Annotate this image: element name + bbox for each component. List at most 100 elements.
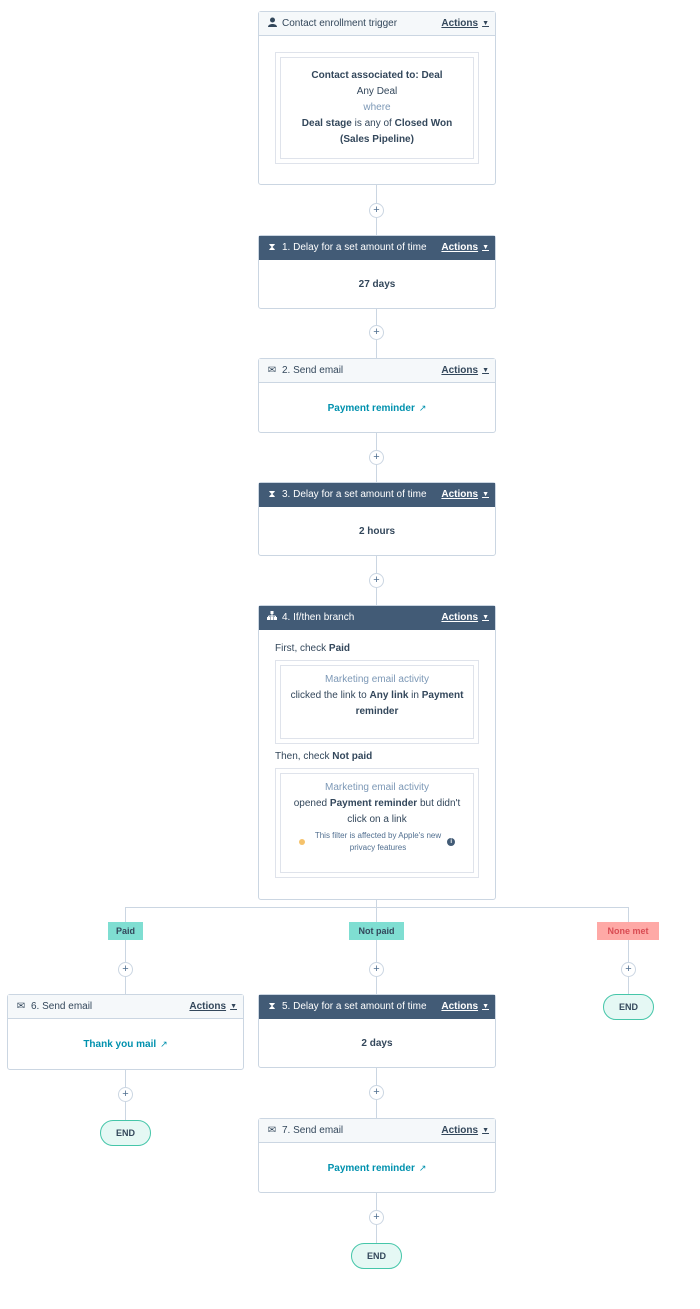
caret-down-icon: ▼ [482, 491, 489, 498]
caret-down-icon: ▼ [482, 1003, 489, 1010]
step1-title: 1. Delay for a set amount of time [282, 242, 427, 253]
hourglass-icon: ⧗ [268, 1001, 276, 1012]
filter-title: Marketing email activity [325, 674, 429, 685]
hourglass-icon: ⧗ [268, 242, 276, 253]
step5-actions-dropdown[interactable]: Actions ▼ [441, 1001, 489, 1012]
actions-label: Actions [189, 1001, 227, 1012]
connector-line [376, 900, 377, 994]
branch-label-paid: Paid [108, 922, 143, 940]
filter-title: Marketing email activity [325, 782, 429, 793]
send-email-card-step6[interactable]: ✉ 6. Send email Actions ▼ Thank you mail… [7, 994, 244, 1070]
trigger-filter-value: (Sales Pipeline) [340, 134, 414, 145]
caret-down-icon: ▼ [482, 244, 489, 251]
step5-value: 2 days [361, 1037, 393, 1049]
add-action-button[interactable]: + [369, 573, 384, 588]
enrollment-trigger-card[interactable]: Contact enrollment trigger Actions ▼ Con… [258, 11, 496, 185]
actions-label: Actions [441, 612, 479, 623]
external-link-icon: ↗ [418, 402, 427, 413]
step3-actions-dropdown[interactable]: Actions ▼ [441, 489, 489, 500]
branch-label-none-met: None met [597, 922, 659, 940]
branch-icon [266, 611, 278, 624]
filter-text: opened Payment reminder but didn't [293, 798, 461, 809]
second-filter-box[interactable]: Marketing email activity opened Payment … [280, 773, 474, 873]
then-check-label: Then, check Not paid [275, 751, 373, 762]
info-icon[interactable]: i [447, 838, 456, 846]
actions-label: Actions [441, 365, 479, 376]
delay-card-step5[interactable]: ⧗ 5. Delay for a set amount of time Acti… [258, 994, 496, 1068]
add-action-button[interactable]: + [369, 1210, 384, 1225]
first-filter-outer: Marketing email activity clicked the lin… [275, 660, 479, 744]
step1-value: 27 days [358, 278, 396, 290]
caret-down-icon: ▼ [482, 614, 489, 621]
trigger-line3: where [363, 102, 391, 113]
step2-title: 2. Send email [282, 365, 344, 376]
first-check-label: First, check Paid [275, 643, 351, 654]
email-name: Payment reminder [327, 1162, 415, 1174]
if-then-branch-card[interactable]: 4. If/then branch Actions ▼ First, check… [258, 605, 496, 900]
add-action-button[interactable]: + [369, 325, 384, 340]
delay-card-step1[interactable]: ⧗ 1. Delay for a set amount of time Acti… [258, 235, 496, 309]
trigger-actions-dropdown[interactable]: Actions ▼ [441, 18, 489, 29]
step6-title: 6. Send email [31, 1001, 93, 1012]
actions-label: Actions [441, 18, 479, 29]
add-action-button[interactable]: + [369, 203, 384, 218]
connector-line [125, 907, 126, 994]
filter-text-cont: click on a link [347, 814, 407, 825]
step1-actions-dropdown[interactable]: Actions ▼ [441, 242, 489, 253]
envelope-icon: ✉ [267, 365, 277, 376]
step6-actions-dropdown[interactable]: Actions ▼ [189, 1001, 237, 1012]
email-name: Thank you mail [83, 1038, 157, 1050]
step4-header: 4. If/then branch Actions ▼ [259, 606, 495, 630]
external-link-icon: ↗ [418, 1162, 427, 1173]
step3-title: 3. Delay for a set amount of time [282, 489, 427, 500]
actions-label: Actions [441, 489, 479, 500]
step3-header: ⧗ 3. Delay for a set amount of time Acti… [259, 483, 495, 507]
caret-down-icon: ▼ [230, 1003, 237, 1010]
step5-title: 5. Delay for a set amount of time [282, 1001, 427, 1012]
caret-down-icon: ▼ [482, 1127, 489, 1134]
warning-dot-icon [298, 839, 305, 845]
contact-icon [266, 17, 278, 30]
step2-email-link[interactable]: Payment reminder ↗ [259, 383, 495, 433]
branch-label-not-paid: Not paid [349, 922, 404, 940]
hourglass-icon: ⧗ [268, 489, 276, 500]
send-email-card-step2[interactable]: ✉ 2. Send email Actions ▼ Payment remind… [258, 358, 496, 433]
first-filter-box[interactable]: Marketing email activity clicked the lin… [280, 665, 474, 739]
delay-card-step3[interactable]: ⧗ 3. Delay for a set amount of time Acti… [258, 482, 496, 556]
connector-line [628, 907, 629, 994]
trigger-filter-line: Deal stage is any of Closed Won [301, 118, 453, 129]
external-link-icon: ↗ [160, 1038, 168, 1049]
step7-actions-dropdown[interactable]: Actions ▼ [441, 1125, 489, 1136]
email-name: Payment reminder [327, 402, 415, 414]
step6-email-link[interactable]: Thank you mail ↗ [8, 1019, 243, 1069]
trigger-line1: Contact associated to: Deal [311, 70, 443, 81]
caret-down-icon: ▼ [482, 20, 489, 27]
step1-header: ⧗ 1. Delay for a set amount of time Acti… [259, 236, 495, 260]
add-action-button[interactable]: + [369, 450, 384, 465]
step5-header: ⧗ 5. Delay for a set amount of time Acti… [259, 995, 495, 1019]
trigger-line2: Any Deal [356, 86, 398, 97]
step7-title: 7. Send email [282, 1125, 344, 1136]
actions-label: Actions [441, 242, 479, 253]
add-action-button[interactable]: + [118, 1087, 133, 1102]
step2-actions-dropdown[interactable]: Actions ▼ [441, 365, 489, 376]
add-action-button[interactable]: + [118, 962, 133, 977]
trigger-header: Contact enrollment trigger Actions ▼ [259, 12, 495, 36]
second-filter-outer: Marketing email activity opened Payment … [275, 768, 479, 878]
step7-header: ✉ 7. Send email Actions ▼ [259, 1119, 495, 1143]
send-email-card-step7[interactable]: ✉ 7. Send email Actions ▼ Payment remind… [258, 1118, 496, 1193]
add-action-button[interactable]: + [369, 962, 384, 977]
trigger-title: Contact enrollment trigger [282, 18, 398, 29]
trigger-filter-box[interactable]: Contact associated to: Deal Any Deal whe… [280, 57, 474, 159]
end-node-paid: END [100, 1120, 151, 1146]
step4-title: 4. If/then branch [282, 612, 355, 623]
filter-text-cont: reminder [355, 706, 399, 717]
step3-value: 2 hours [358, 525, 396, 537]
envelope-icon: ✉ [267, 1125, 277, 1136]
caret-down-icon: ▼ [482, 367, 489, 374]
step4-actions-dropdown[interactable]: Actions ▼ [441, 612, 489, 623]
warning-line1: This filter is affected by Apple's new [314, 831, 442, 840]
add-action-button[interactable]: + [621, 962, 636, 977]
step7-email-link[interactable]: Payment reminder ↗ [259, 1143, 495, 1193]
add-action-button[interactable]: + [369, 1085, 384, 1100]
